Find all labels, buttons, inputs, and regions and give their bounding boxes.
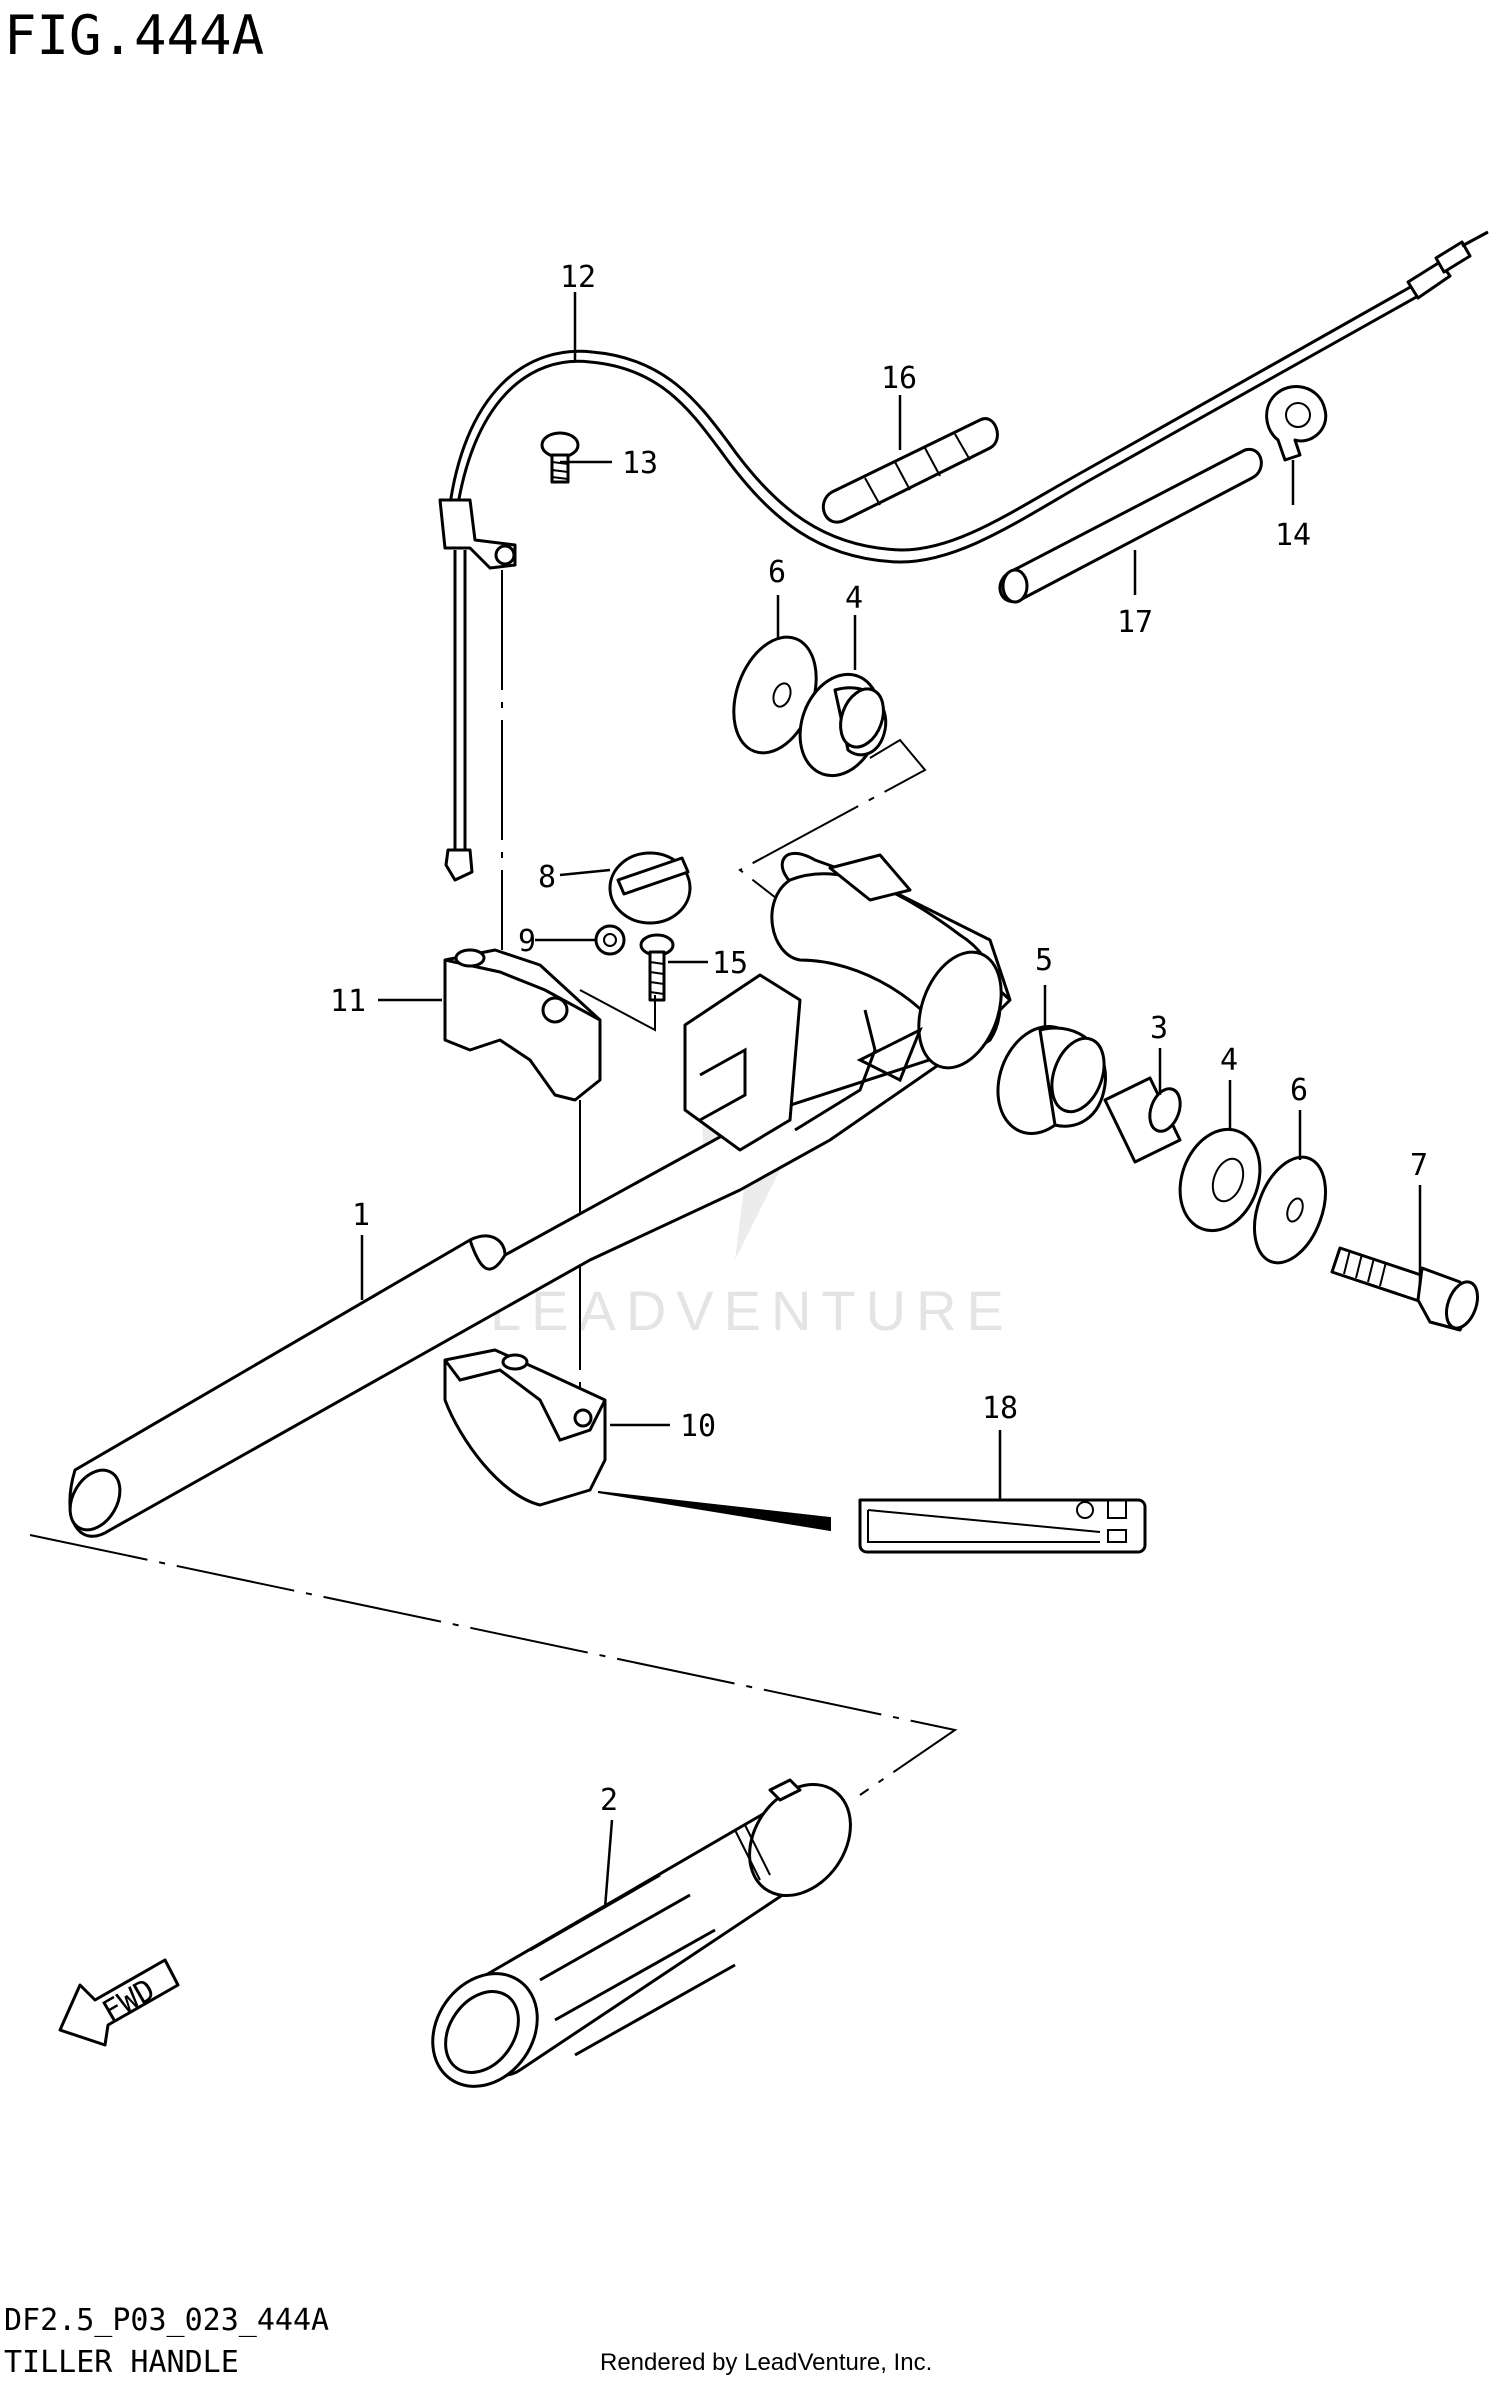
figure-code: DF2.5_P03_023_444A	[4, 2303, 329, 2338]
part-5-grommet[interactable]	[984, 1015, 1114, 1146]
part-13-screw[interactable]	[540, 431, 580, 484]
part-9-nut[interactable]	[594, 924, 626, 956]
callout-16: 16	[881, 361, 917, 396]
part-6-washer-lower[interactable]	[1241, 1147, 1339, 1272]
callout-14: 14	[1275, 518, 1311, 553]
callout-13: 13	[622, 446, 658, 481]
callout-4-upper: 4	[845, 581, 863, 616]
part-8-plug[interactable]	[608, 851, 692, 925]
rendered-by: Rendered by LeadVenture, Inc.	[600, 2349, 932, 2376]
callout-7: 7	[1410, 1148, 1428, 1183]
callout-10: 10	[680, 1409, 716, 1444]
part-17-hose[interactable]	[998, 447, 1263, 604]
part-2-throttle-grip[interactable]	[411, 1765, 871, 2107]
part-18-decal[interactable]	[597, 1491, 1147, 1554]
callout-17: 17	[1117, 605, 1153, 640]
figure-name: TILLER HANDLE	[4, 2345, 239, 2380]
part-3-collar[interactable]	[1103, 1076, 1186, 1164]
callout-3: 3	[1150, 1011, 1168, 1046]
leader-lines	[360, 292, 1422, 1909]
callout-11: 11	[330, 984, 366, 1019]
part-16-cable-protector[interactable]	[821, 417, 999, 524]
figure-title: FIG.444A	[4, 4, 264, 67]
part-12-throttle-cable[interactable]	[438, 230, 1489, 882]
callout-9: 9	[518, 924, 536, 959]
callout-2: 2	[600, 1783, 618, 1818]
part-1-tiller-handle[interactable]	[60, 852, 1016, 1538]
part-7-bolt[interactable]	[1330, 1246, 1483, 1332]
callout-18: 18	[982, 1391, 1018, 1426]
part-11-upper-bracket[interactable]	[443, 948, 656, 1102]
callout-12: 12	[560, 260, 596, 295]
callout-6-lower: 6	[1290, 1073, 1308, 1108]
fwd-arrow-icon: FWD	[58, 1958, 180, 2047]
part-14-cable-clamp[interactable]	[1265, 385, 1328, 462]
watermark-text: LEADVENTURE	[490, 1279, 1014, 1342]
part-10-lower-bracket[interactable]	[443, 1348, 607, 1507]
callout-8: 8	[538, 860, 556, 895]
part-15-screw[interactable]	[639, 933, 675, 1002]
callout-4-lower: 4	[1220, 1043, 1238, 1078]
callout-15: 15	[712, 946, 748, 981]
part-4-bushing-upper[interactable]	[787, 663, 894, 787]
callout-labels: 12 13 16 14 17 6 4 8 9 15 11 5 3 4 6 7 1…	[330, 260, 1428, 1818]
callout-1: 1	[352, 1198, 370, 1233]
alignment-line-upper	[738, 738, 927, 906]
alignment-line-grip	[29, 1534, 958, 1796]
callout-6-upper: 6	[768, 555, 786, 590]
part-4-bushing-lower[interactable]	[1167, 1118, 1274, 1242]
callout-5: 5	[1035, 943, 1053, 978]
